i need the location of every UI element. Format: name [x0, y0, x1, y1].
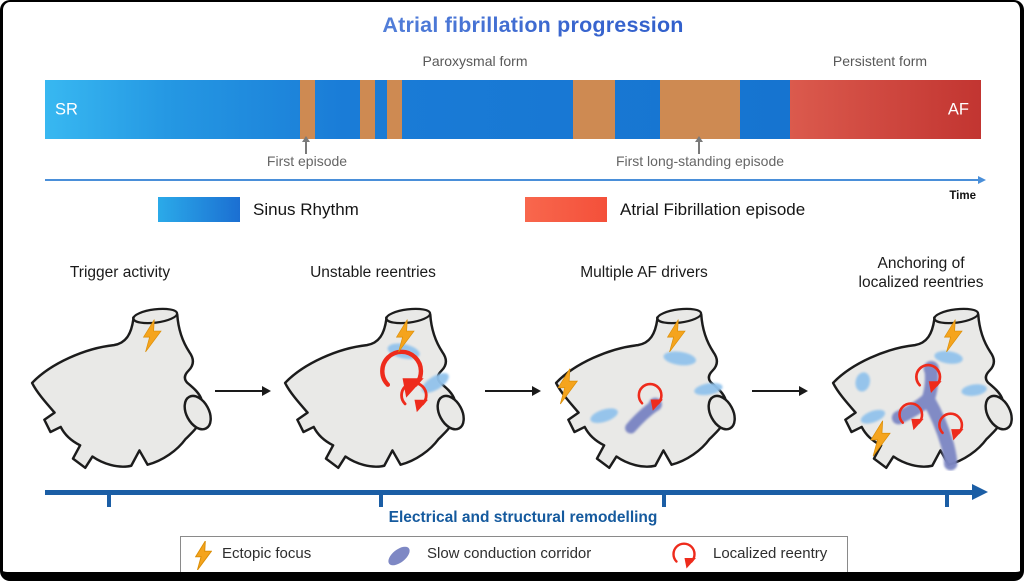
axis-tick: [945, 490, 949, 507]
sinus-rhythm-legend-label: Sinus Rhythm: [253, 200, 359, 219]
af-episode-segment: [387, 80, 402, 139]
heart-illustration-stage-2: [283, 305, 465, 470]
localized-reentry-icon: [672, 542, 697, 570]
timeline-bar: SR AF: [45, 80, 981, 139]
stage-arrow-1: [215, 386, 271, 396]
first-episode-label: First episode: [266, 153, 348, 169]
af-episode-swatch: [525, 197, 607, 222]
stage-label-anchoring: Anchoring of localized reentries: [858, 255, 984, 291]
sinus-rhythm-bar-label: SR: [55, 100, 78, 118]
first-longstanding-label: First long-standing episode: [615, 153, 785, 169]
stage-label-trigger-activity: Trigger activity: [69, 264, 171, 281]
page-title: Atrial fibrillation progression: [3, 13, 1020, 38]
sinus-rhythm-swatch: [158, 197, 240, 222]
slow-conduction-corridor-icon: [388, 546, 410, 566]
stage-arrow-3: [752, 386, 808, 396]
heart-illustration-stage-1: [30, 305, 212, 470]
remodelling-axis-label: Electrical and structural remodelling: [388, 509, 658, 526]
af-episode-segment: [359, 80, 375, 139]
fibrosis-patches: [855, 351, 987, 424]
ectopic-focus-legend-label: Ectopic focus: [222, 545, 312, 562]
paroxysmal-form-label: Paroxysmal form: [422, 53, 528, 69]
af-episode-segment: [299, 80, 315, 139]
fibrosis-patches: [590, 351, 723, 423]
localized-reentry-legend-label: Localized reentry: [713, 545, 828, 562]
heart-illustration-stage-4: [831, 305, 1013, 471]
time-axis-label: Time: [949, 190, 976, 202]
ectopic-focus-icon: [195, 541, 212, 570]
af-episode-segment: [660, 80, 741, 139]
stage-label-unstable-reentries: Unstable reentries: [310, 264, 436, 281]
heart-illustration-stage-3: [554, 305, 736, 470]
axis-tick: [662, 490, 666, 507]
first-episode-arrow: [302, 136, 310, 154]
time-axis-arrow: [45, 176, 986, 184]
symbol-legend-box: [180, 536, 848, 572]
persistent-af-segment: [789, 80, 981, 139]
persistent-form-label: Persistent form: [832, 53, 928, 69]
af-episode-legend-label: Atrial Fibrillation episode: [620, 200, 806, 219]
remodelling-axis-line: [45, 490, 975, 495]
remodelling-axis-arrowhead: [972, 484, 988, 500]
first-longstanding-arrow: [695, 136, 703, 154]
axis-tick: [379, 490, 383, 507]
axis-tick: [107, 490, 111, 507]
stage-arrow-2: [485, 386, 541, 396]
atrium-outline: [30, 305, 212, 470]
af-episode-segment: [572, 80, 615, 139]
slow-conduction-corridor-legend-label: Slow conduction corridor: [427, 545, 592, 562]
af-bar-label: AF: [947, 100, 969, 118]
stage-label-multiple-af-drivers: Multiple AF drivers: [580, 264, 708, 281]
